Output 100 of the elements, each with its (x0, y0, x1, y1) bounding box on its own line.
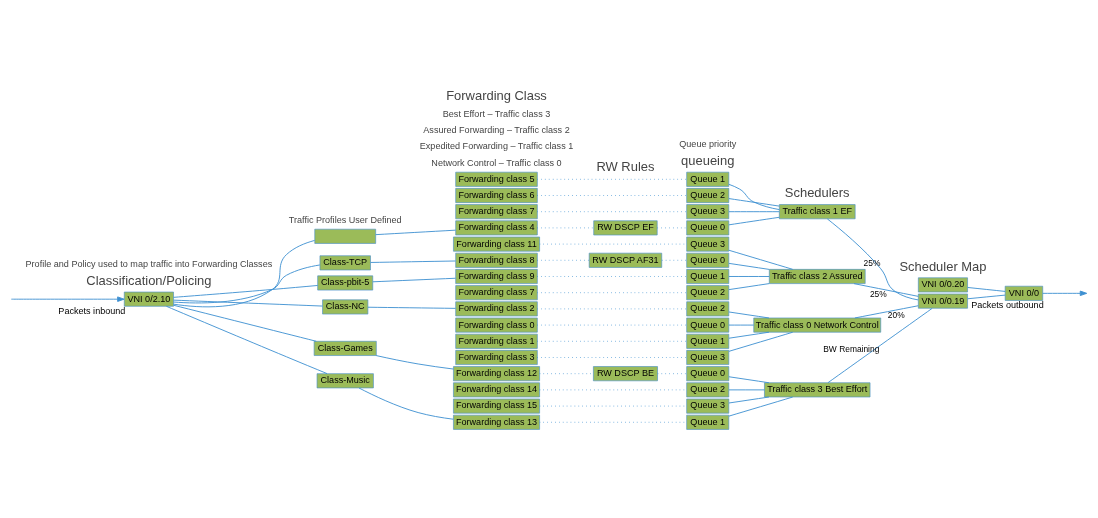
node-box: Traffic class 2 Assured (768, 269, 866, 284)
connector (728, 311, 770, 319)
node-box: Forwarding class 15 (453, 398, 540, 414)
connector (728, 396, 770, 404)
label: Queue priority (679, 138, 737, 149)
node-box: Class-Music (316, 373, 374, 389)
connector (372, 277, 456, 283)
connector (854, 305, 919, 319)
label: Expedited Forwarding – Traffic class 1 (419, 141, 574, 152)
node-box: VNI 0/2.10 (123, 291, 174, 307)
connector (728, 249, 794, 270)
connector (728, 324, 755, 326)
node-box: Queue 2 (686, 382, 730, 398)
node-box: Queue 3 (686, 204, 730, 220)
connector (536, 227, 595, 229)
connector (827, 307, 933, 384)
node-box: Queue 0 (686, 366, 730, 382)
connector (375, 229, 457, 236)
label: Classification/Policing (86, 272, 212, 288)
node-box: Forwarding class 7 (455, 204, 538, 220)
label: Schedulers (784, 185, 850, 201)
arrow (1042, 290, 1088, 297)
connector (728, 283, 770, 291)
connector (539, 243, 688, 245)
connector (539, 389, 688, 391)
edge-label: 25% (863, 258, 881, 269)
node-box: Class-NC (322, 299, 369, 315)
label: Best Effort – Traffic class 3 (442, 108, 551, 119)
node-box: VNI 0/0 (1004, 285, 1044, 301)
node-box: Forwarding class 8 (455, 252, 538, 268)
connector (173, 285, 319, 298)
arrow (10, 296, 125, 302)
connector (367, 306, 456, 309)
label: Profile and Policy used to map traffic into Forwarding Classes (25, 258, 273, 269)
node-label: Packets outbound (971, 299, 1044, 310)
node-box: RW DSCP AF31 (588, 252, 663, 268)
node-box: Class-pbit-5 (317, 275, 374, 291)
node-box: Queue 2 (686, 301, 730, 317)
node-box: Traffic class 0 Network Control (753, 317, 882, 333)
node-box: VNI 0/0.20 (918, 277, 968, 293)
connector (967, 287, 1006, 292)
connector (826, 218, 919, 301)
label: Assured Forwarding – Traffic class 2 (423, 125, 570, 136)
edge-label: BW Remaining (823, 344, 880, 355)
node-box: Queue 2 (686, 285, 730, 301)
connector (728, 262, 770, 270)
node-box: Forwarding class 11 (453, 236, 540, 252)
connector (539, 421, 688, 423)
node-box: Queue 0 (686, 220, 730, 236)
connector (728, 216, 780, 226)
node-box: VNI 0/0.19 (918, 293, 968, 309)
node-box: Queue 1 (686, 333, 730, 349)
node-box: Queue 1 (686, 171, 730, 187)
edge-label: 20% (887, 310, 905, 321)
node-box: Forwarding class 7 (455, 285, 538, 301)
connector (375, 355, 454, 370)
label: queueing (681, 153, 735, 169)
node-box: RW DSCP BE (593, 366, 658, 382)
node-box: Queue 3 (686, 236, 730, 252)
edge-label: 25% (869, 288, 887, 299)
connector (967, 294, 1006, 300)
node-box: Queue 0 (686, 252, 730, 268)
node-box: Forwarding class 1 (455, 333, 538, 349)
connector (728, 198, 780, 207)
connector (853, 283, 919, 297)
connector (728, 376, 770, 384)
node-box: Queue 2 (686, 188, 730, 203)
node-box: Forwarding class 13 (453, 414, 540, 430)
connector (728, 276, 770, 277)
connector (661, 259, 688, 261)
connector (165, 305, 328, 375)
label: Scheduler Map (899, 258, 987, 274)
node-box: Queue 3 (686, 398, 730, 414)
connector (173, 264, 321, 304)
connector (370, 260, 456, 263)
node-box: Forwarding class 2 (455, 301, 538, 317)
node-box: Forwarding class 12 (453, 366, 540, 382)
node-box: Queue 1 (686, 414, 730, 430)
connector (728, 211, 780, 213)
connector (728, 331, 770, 339)
connector (173, 304, 317, 342)
node-box: Forwarding class 14 (453, 382, 540, 398)
connector (173, 299, 323, 307)
label: RW Rules (596, 158, 655, 174)
connector (358, 387, 454, 420)
node-box: Class-Games (313, 340, 377, 356)
node-box: Forwarding class 9 (455, 269, 538, 284)
node-box: Queue 3 (686, 350, 730, 365)
node-box: Forwarding class 3 (455, 350, 538, 365)
node-box: Class-TCP (319, 255, 371, 271)
node-box: RW DSCP EF (593, 220, 658, 236)
node-box: Queue 1 (686, 269, 730, 284)
label: Forwarding Class (446, 88, 547, 104)
node-box: Forwarding class 4 (455, 220, 538, 236)
node-box: Queue 0 (686, 317, 730, 333)
connector (173, 240, 316, 308)
node-label: Packets inbound (58, 305, 126, 316)
connector (728, 389, 765, 391)
node-box: Traffic class 1 EF (779, 204, 856, 220)
node-box: Forwarding class 0 (455, 317, 538, 333)
